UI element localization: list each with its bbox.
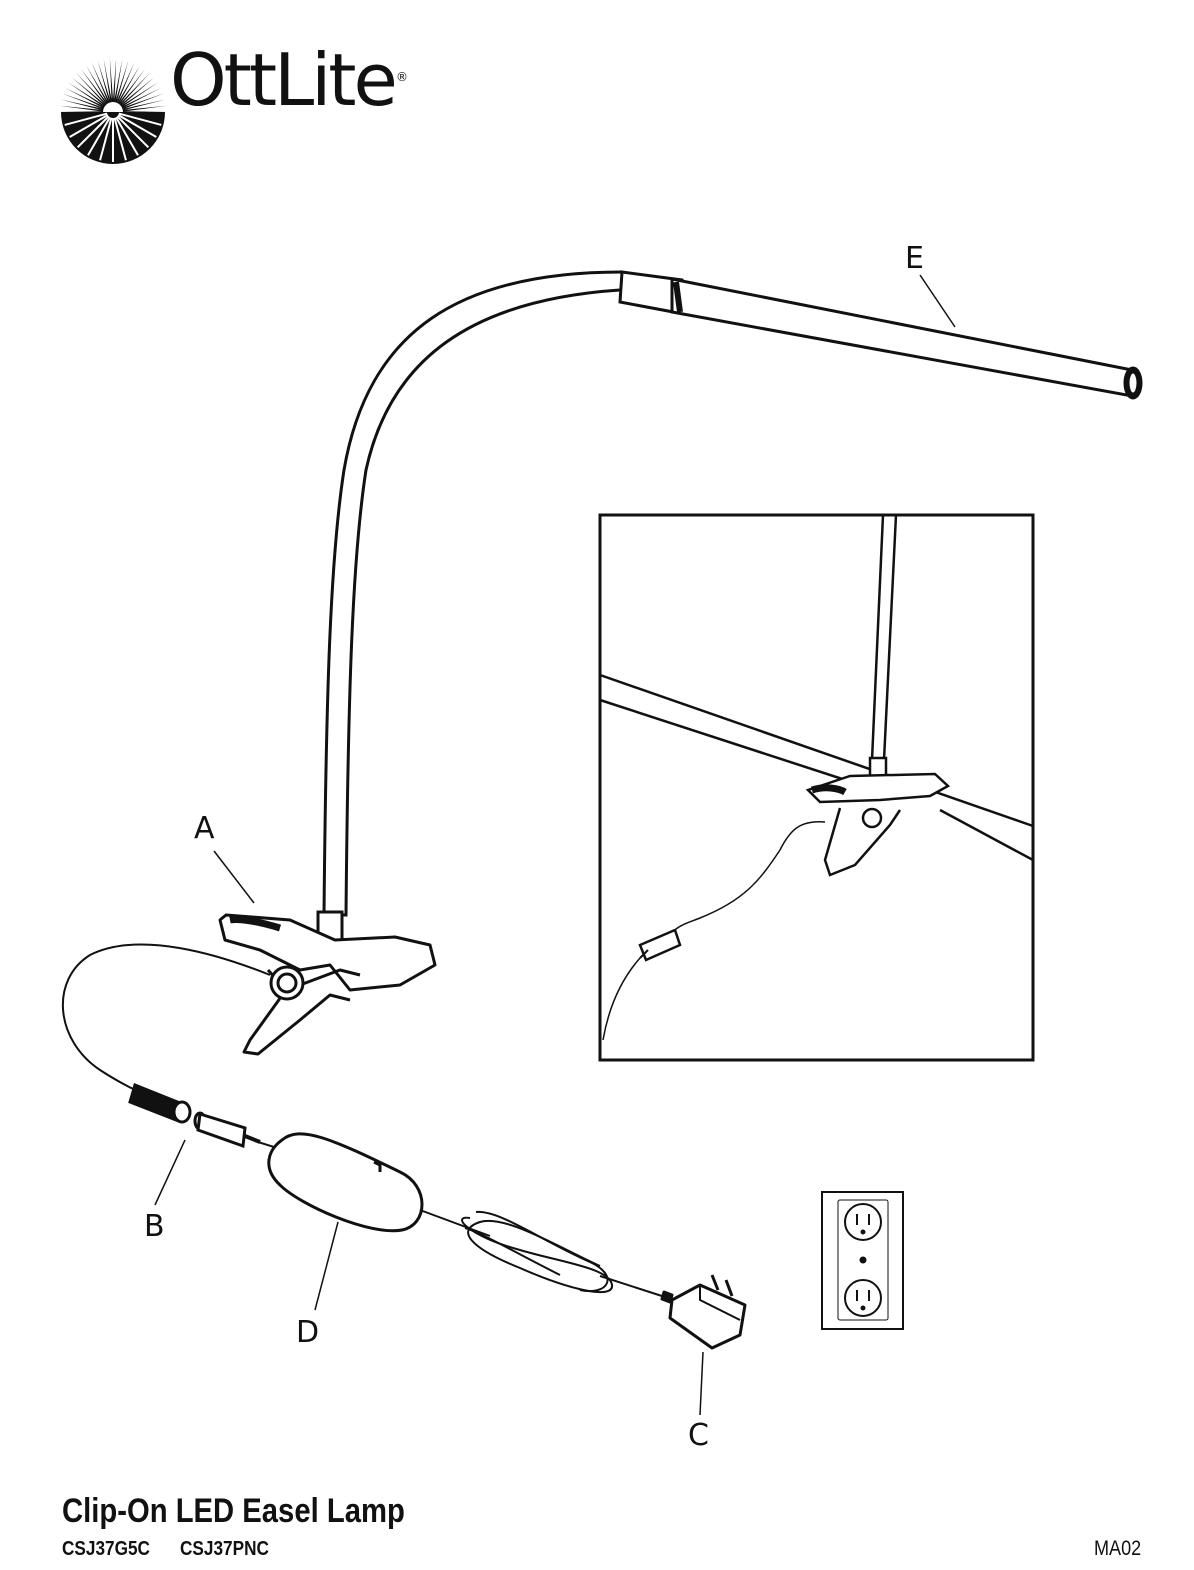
sunburst-light-ray — [115, 116, 139, 156]
product-title: Clip-On LED Easel Lamp — [62, 1492, 405, 1530]
sunburst-ray — [122, 105, 167, 112]
sunburst-ray — [115, 60, 129, 103]
sunburst-ray — [117, 65, 140, 104]
lamp-head — [618, 270, 1143, 400]
sunburst-ray — [97, 60, 111, 103]
sunburst-light-ray — [117, 114, 157, 138]
sunburst-ray — [122, 99, 166, 111]
sunburst-ray — [67, 82, 106, 108]
callout-e: E — [905, 241, 924, 276]
sunburst-ray — [112, 58, 117, 103]
inset-mounting-illustration — [598, 513, 1035, 1062]
sunburst-ray — [71, 77, 106, 107]
sunburst-light-ray — [87, 116, 111, 156]
inline-switch — [257, 1132, 424, 1311]
sunburst-light-ray — [64, 112, 108, 126]
sunburst-ray — [118, 68, 146, 105]
brand-wordmark: OttLite — [170, 38, 398, 122]
wall-outlet — [821, 1191, 904, 1330]
sunburst-ray — [116, 62, 135, 104]
sunburst-light-ray — [76, 115, 110, 149]
sunburst-light-ray — [113, 117, 127, 161]
sunburst-light-ray — [118, 112, 162, 126]
sunburst-ray — [120, 77, 155, 107]
callout-d: D — [296, 1315, 320, 1350]
sunburst-ray — [60, 99, 104, 111]
sunburst-ray — [103, 58, 113, 103]
sunburst-light-ray — [99, 117, 113, 161]
model-number: CSJ37G5C — [62, 1538, 150, 1560]
callout-c: C — [688, 1418, 709, 1453]
power-adapter — [660, 1274, 747, 1416]
coiled-cord — [419, 1209, 666, 1298]
sunburst-light-ray — [116, 115, 150, 149]
sunburst-ray — [64, 87, 105, 109]
callout-a: A — [194, 811, 215, 846]
sunburst-ray — [59, 105, 104, 112]
sunburst-ray — [75, 72, 107, 106]
clamp-base — [213, 850, 437, 1056]
sunburst-ray — [109, 58, 114, 103]
sunburst-ray — [80, 68, 108, 105]
registered-mark: ® — [396, 70, 408, 84]
cord-connector-female — [128, 1082, 192, 1206]
lamp-cord — [61, 943, 271, 1093]
sunburst-ray — [121, 87, 162, 109]
lamp-gooseneck — [320, 270, 623, 917]
sunburst-ray — [120, 82, 159, 108]
sunburst-ray — [119, 72, 151, 106]
sunburst-ray — [86, 65, 109, 104]
sunburst-ray — [91, 62, 110, 104]
cord-plug-male — [193, 1111, 261, 1149]
model-number: CSJ37PNC — [180, 1538, 269, 1560]
sunburst-ray — [62, 93, 104, 110]
ottlite-logo-sunburst — [59, 58, 167, 164]
callout-b: B — [144, 1209, 165, 1244]
sunburst-ray — [113, 58, 123, 103]
sunburst-ray — [122, 93, 164, 110]
document-code: MA02 — [1094, 1537, 1142, 1560]
sunburst-light-ray — [69, 114, 109, 138]
